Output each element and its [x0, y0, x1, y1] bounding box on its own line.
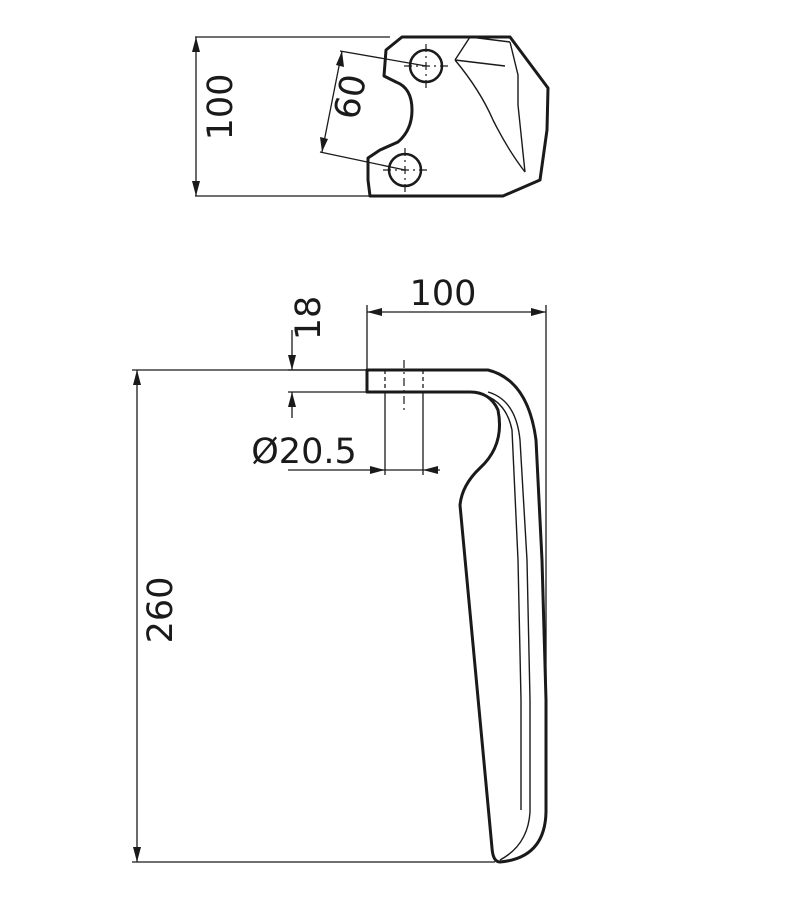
hole-spacing-label: 60	[327, 71, 375, 122]
hole-diameter-arrow-right	[423, 466, 438, 474]
blade-bevel-edge-inner	[469, 391, 522, 810]
hole-spacing-arrow-top	[336, 51, 344, 67]
blade-bevel-edge	[487, 391, 531, 861]
top-height-arrow-bottom	[192, 181, 200, 196]
thickness-dimension-lines	[288, 330, 367, 418]
hole-spacing-arrow-bottom	[320, 137, 328, 152]
thickness-label: 18	[289, 296, 329, 341]
hole-diameter-arrow-left	[370, 466, 385, 474]
hole-diameter-dimension-lines	[288, 392, 440, 475]
top-view-blade-facet	[454, 36, 526, 173]
top-height-dimension-line	[195, 36, 390, 197]
thickness-arrow-top	[288, 355, 296, 370]
side-view: 100 18 Ø20.5 260	[132, 274, 548, 864]
top-height-arrow-top	[192, 37, 200, 52]
hole-spacing-extension-lines	[319, 50, 427, 171]
side-width-arrow-left	[367, 308, 382, 316]
side-width-arrow-right	[531, 308, 546, 316]
side-width-label: 100	[410, 274, 477, 314]
thickness-arrow-bottom	[288, 392, 296, 407]
top-height-label: 100	[201, 74, 241, 141]
side-height-dimension-lines	[132, 369, 495, 863]
hole-diameter-label: Ø20.5	[251, 432, 356, 472]
side-width-dimension-lines	[366, 305, 547, 820]
blade-outline	[365, 368, 548, 864]
side-hole-hidden-lines	[384, 370, 424, 392]
side-height-label: 260	[141, 577, 181, 644]
top-view: 100 60	[192, 35, 550, 198]
side-height-arrow-bottom	[133, 847, 141, 862]
side-height-arrow-top	[133, 370, 141, 385]
